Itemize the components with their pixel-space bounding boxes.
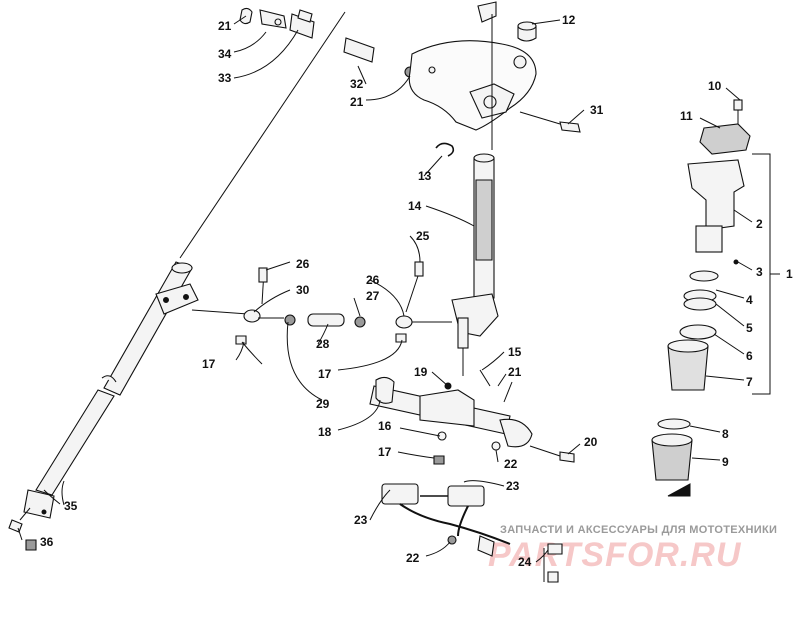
label-29: 29 [316, 397, 330, 411]
tie-rod-assembly [191, 261, 452, 345]
part-labels: 21 34 33 32 21 12 31 13 14 10 11 2 3 1 4… [40, 13, 793, 569]
label-22-low: 22 [406, 551, 420, 565]
label-17-left: 17 [202, 357, 216, 371]
label-26-right: 26 [366, 273, 380, 287]
label-24: 24 [518, 555, 532, 569]
label-25: 25 [416, 229, 430, 243]
steering-shaft [435, 142, 499, 376]
label-8: 8 [722, 427, 729, 441]
label-6: 6 [746, 349, 753, 363]
label-19: 19 [414, 365, 428, 379]
steering-post [8, 11, 346, 551]
label-31: 31 [590, 103, 604, 117]
label-5: 5 [746, 321, 753, 335]
label-9: 9 [722, 455, 729, 469]
label-22-right: 22 [504, 457, 518, 471]
label-11: 11 [680, 109, 693, 123]
label-3: 3 [756, 265, 763, 279]
label-4: 4 [746, 293, 753, 307]
label-20: 20 [584, 435, 598, 449]
right-column-assembly [651, 99, 780, 497]
leader-lines [43, 15, 753, 563]
label-12: 12 [562, 13, 576, 27]
label-34: 34 [218, 47, 232, 61]
label-10: 10 [708, 79, 722, 93]
watermark-caption: ЗАПЧАСТИ И АКСЕССУАРЫ ДЛЯ МОТОТЕХНИКИ [500, 524, 777, 536]
label-7: 7 [746, 375, 753, 389]
label-15: 15 [508, 345, 522, 359]
label-21-low: 21 [508, 365, 522, 379]
sensor-harness [381, 483, 563, 583]
lower-cross-member [369, 369, 575, 465]
watermark-brand: PARTSFOR.RU [488, 536, 742, 574]
label-36: 36 [40, 535, 54, 549]
label-21-mid: 21 [350, 95, 364, 109]
mounting-bracket [408, 1, 581, 150]
label-23-left: 23 [354, 513, 368, 527]
label-30: 30 [296, 283, 310, 297]
label-33: 33 [218, 71, 232, 85]
watermark: ЗАПЧАСТИ И АКСЕССУАРЫ ДЛЯ МОТОТЕХНИКИ PA… [488, 524, 777, 574]
top-links [239, 7, 416, 78]
label-13: 13 [418, 169, 432, 183]
label-23-right: 23 [506, 479, 520, 493]
label-17-low: 17 [378, 445, 392, 459]
label-16: 16 [378, 419, 392, 433]
label-1: 1 [786, 267, 793, 281]
label-32: 32 [350, 77, 364, 91]
label-28: 28 [316, 337, 330, 351]
label-14: 14 [408, 199, 422, 213]
label-27: 27 [366, 289, 380, 303]
label-35: 35 [64, 499, 78, 513]
label-21-top: 21 [218, 19, 232, 33]
label-17-mid: 17 [318, 367, 332, 381]
label-26-left: 26 [296, 257, 310, 271]
label-18: 18 [318, 425, 332, 439]
label-2: 2 [756, 217, 763, 231]
